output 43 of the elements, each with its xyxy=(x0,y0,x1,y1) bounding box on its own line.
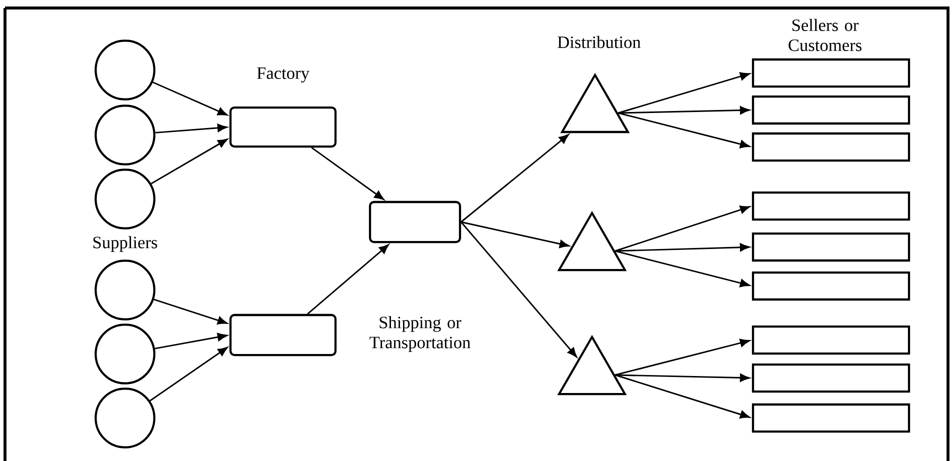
arrow xyxy=(150,346,228,402)
arrow xyxy=(152,82,228,116)
seller-box xyxy=(752,232,910,262)
arrow xyxy=(614,206,750,252)
arrow xyxy=(307,244,389,314)
arrow xyxy=(618,106,750,114)
seller-box xyxy=(752,132,910,162)
process-box xyxy=(229,314,337,356)
seller-box xyxy=(752,325,910,355)
arrow xyxy=(154,332,228,350)
seller-box xyxy=(752,271,910,301)
supplier-circle xyxy=(94,324,156,384)
seller-box xyxy=(752,95,910,125)
supplier-circle xyxy=(94,388,156,448)
seller-box xyxy=(752,363,910,393)
group-label: Suppliers xyxy=(93,236,158,252)
seller-box xyxy=(752,191,910,221)
seller-box xyxy=(752,403,910,433)
arrow xyxy=(460,221,570,248)
arrow xyxy=(615,243,750,252)
seller-box xyxy=(752,58,910,88)
arrow xyxy=(615,250,750,288)
supplier-circle xyxy=(94,104,156,166)
group-label: Shipping or Transportation xyxy=(370,316,470,352)
node-caption: Factory xyxy=(257,67,310,83)
arrow xyxy=(618,72,750,114)
group-label: Sellers or Customers xyxy=(788,18,862,52)
node-caption: Distribution xyxy=(558,36,641,48)
arrow xyxy=(154,298,228,324)
supplier-circle xyxy=(94,260,156,320)
supplier-circle xyxy=(94,40,156,100)
process-box xyxy=(229,106,337,148)
arrow xyxy=(155,124,228,134)
arrow xyxy=(460,134,569,223)
arrow xyxy=(615,374,750,382)
supplier-circle xyxy=(94,168,156,230)
process-box xyxy=(368,200,462,244)
arrow xyxy=(614,374,750,419)
arrow xyxy=(618,112,750,148)
arrow xyxy=(150,138,228,184)
arrow xyxy=(311,146,384,200)
arrow xyxy=(460,222,577,358)
arrow xyxy=(615,338,750,376)
